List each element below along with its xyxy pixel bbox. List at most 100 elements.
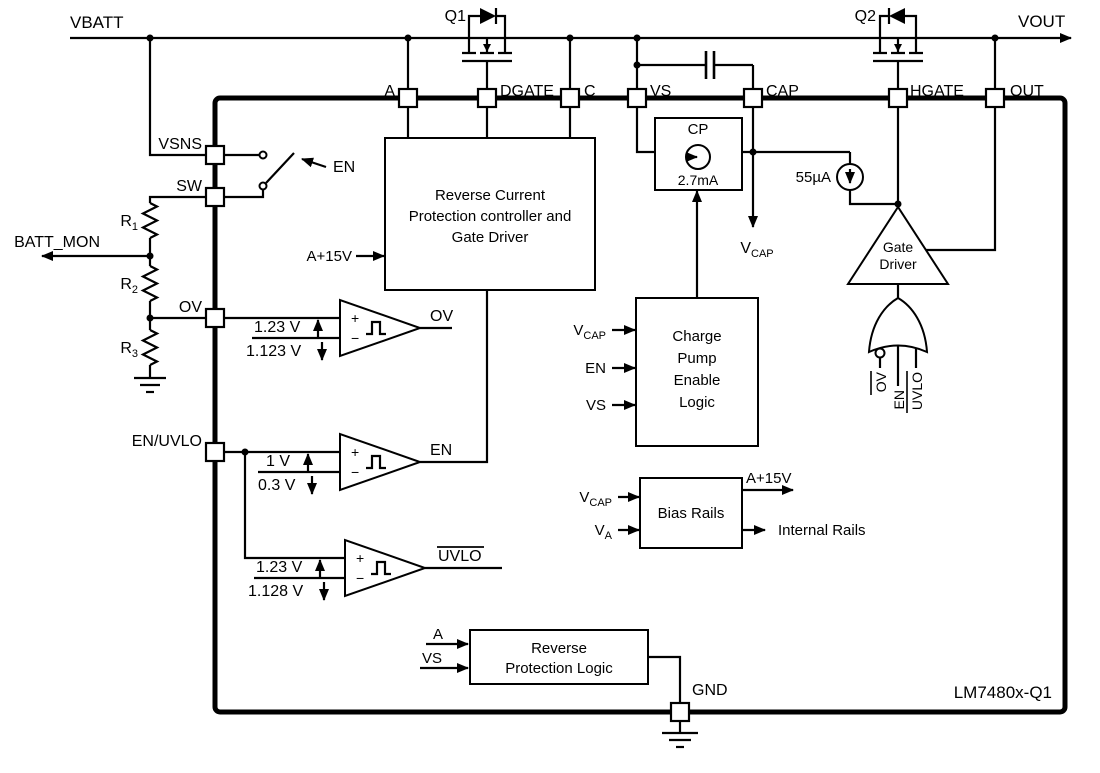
ov-rising-threshold: 1.23 V: [254, 319, 301, 336]
pin-pad-vsns: [204, 144, 226, 166]
resistor-r1: [140, 202, 160, 239]
pin-labels: A DGATE C VS CAP HGATE OUT VSNS SW OV EN…: [132, 83, 1044, 450]
rpl-input-vs: VS: [422, 650, 442, 667]
bias-current-label: 55µA: [796, 169, 831, 186]
bias-input-va: VA: [595, 522, 613, 542]
pin-label-hgate: HGATE: [910, 83, 964, 100]
junction-dot: [146, 34, 154, 42]
or-input-ov: OV: [873, 371, 889, 392]
pin-label-c: C: [584, 83, 596, 100]
junction-dot: [633, 61, 641, 69]
net-label-vbatt: VBATT: [70, 13, 124, 32]
rcp-text-2: Protection controller and: [409, 208, 572, 225]
or-input-en: EN: [891, 390, 907, 409]
uvlo-falling-threshold: 1.128 V: [248, 583, 303, 600]
pin-label-ov: OV: [179, 299, 202, 316]
bias-rails-title: Bias Rails: [658, 505, 725, 522]
uvlo-output-label: UVLO: [438, 548, 482, 565]
plus-input: +: [356, 550, 364, 566]
bias-rails-block: Bias Rails VCAP VA A+15V Internal Rails: [579, 470, 866, 549]
part-number: LM7480x-Q1: [954, 683, 1052, 702]
resistor-r2: [140, 265, 160, 302]
cp-enable-text-4: Logic: [679, 394, 715, 411]
rcp-text-1: Reverse Current: [435, 187, 546, 204]
resistor-label-r3: R3: [120, 340, 138, 360]
cp-enable-text-2: Pump: [677, 350, 716, 367]
rcp-text-3: Gate Driver: [452, 229, 529, 246]
cp-enable-input-vs: VS: [586, 397, 606, 414]
reverse-protection-logic-block: Reverse Protection Logic A VS: [420, 626, 682, 703]
pin-label-cap: CAP: [766, 83, 799, 100]
en-falling-threshold: 0.3 V: [258, 477, 296, 494]
vcap-label: VCAP: [740, 240, 773, 260]
pin-pad-dgate: [476, 87, 498, 109]
rcp-supply-label: A+15V: [307, 248, 352, 265]
en-control-arrow: [301, 157, 327, 169]
uvlo-rising-threshold: 1.23 V: [256, 559, 303, 576]
en-rising-threshold: 1 V: [266, 453, 290, 470]
hysteresis-icon: [366, 320, 386, 336]
q1-body-diode: [467, 8, 507, 38]
pin-label-vs: VS: [650, 83, 671, 100]
minus-input: −: [351, 330, 359, 346]
junction-dot: [894, 200, 902, 208]
rpl-text-2: Protection Logic: [505, 660, 613, 677]
cp-current: 2.7mA: [678, 172, 719, 188]
cp-enable-logic-block: Charge Pump Enable Logic VCAP EN VS: [573, 190, 759, 447]
battery-monitor-divider: BATT_MON R1 R2 R3: [14, 38, 206, 394]
pin-pad-sw: [204, 186, 226, 208]
top-power-rail: VBATT VOUT: [70, 12, 1072, 43]
top-pin-wiring: [406, 38, 997, 252]
gate-driver-text-1: Gate: [883, 239, 914, 255]
ov-output-label: OV: [430, 308, 453, 325]
pin-label-dgate: DGATE: [500, 83, 554, 100]
pin-pad-en-uvlo: [204, 441, 226, 463]
ground-symbol: [134, 376, 166, 394]
gate-driver: Gate Driver: [846, 205, 950, 285]
cp-enable-input-en: EN: [585, 360, 606, 377]
hysteresis-icon: [366, 454, 386, 470]
hysteresis-icon: [371, 560, 391, 576]
body-arrow: [483, 44, 491, 52]
q2-label: Q2: [855, 8, 876, 25]
or-gate: OV EN UVLO: [867, 284, 929, 413]
q1-label: Q1: [445, 8, 466, 25]
junction-dot: [146, 252, 154, 260]
pin-pad-ov: [204, 307, 226, 329]
rpl-input-a: A: [433, 626, 443, 643]
pin-pad-out: [984, 87, 1006, 109]
gate-driver-text-2: Driver: [879, 256, 917, 272]
q2-body-diode: [878, 8, 918, 38]
cp-enable-input-vcap: VCAP: [573, 322, 606, 342]
rcp-block: Reverse Current Protection controller an…: [307, 137, 596, 291]
switch-blade: [265, 152, 295, 184]
current-source-icon: [685, 144, 711, 170]
cp-enable-text-3: Enable: [674, 372, 721, 389]
pin-pad-hgate: [887, 87, 909, 109]
en-output-label: EN: [430, 442, 452, 459]
pin-label-out: OUT: [1010, 83, 1044, 100]
q1-mosfet: Q1: [445, 8, 512, 89]
pin-label-en-uvlo: EN/UVLO: [132, 433, 202, 450]
junction-dot: [146, 314, 154, 322]
junction-dot: [749, 148, 757, 156]
net-label-batt-mon: BATT_MON: [14, 234, 100, 251]
cp-enable-text-1: Charge: [672, 328, 721, 345]
ov-falling-threshold: 1.123 V: [246, 343, 301, 360]
q2-mosfet: Q2: [855, 8, 923, 89]
pin-pad-cap: [742, 87, 764, 109]
pin-pad-vs: [626, 87, 648, 109]
pin-pad-c: [559, 87, 581, 109]
gnd-ground: GND: [662, 682, 728, 749]
body-arrow: [894, 44, 902, 52]
resistor-label-r2: R2: [120, 276, 138, 296]
junction-dots: [146, 34, 999, 456]
junction-dot: [633, 34, 641, 42]
pin-label-a: A: [384, 83, 395, 100]
plus-input: +: [351, 444, 359, 460]
resistor-label-r1: R1: [120, 213, 138, 233]
junction-dot: [566, 34, 574, 42]
pin-label-gnd: GND: [692, 682, 728, 699]
